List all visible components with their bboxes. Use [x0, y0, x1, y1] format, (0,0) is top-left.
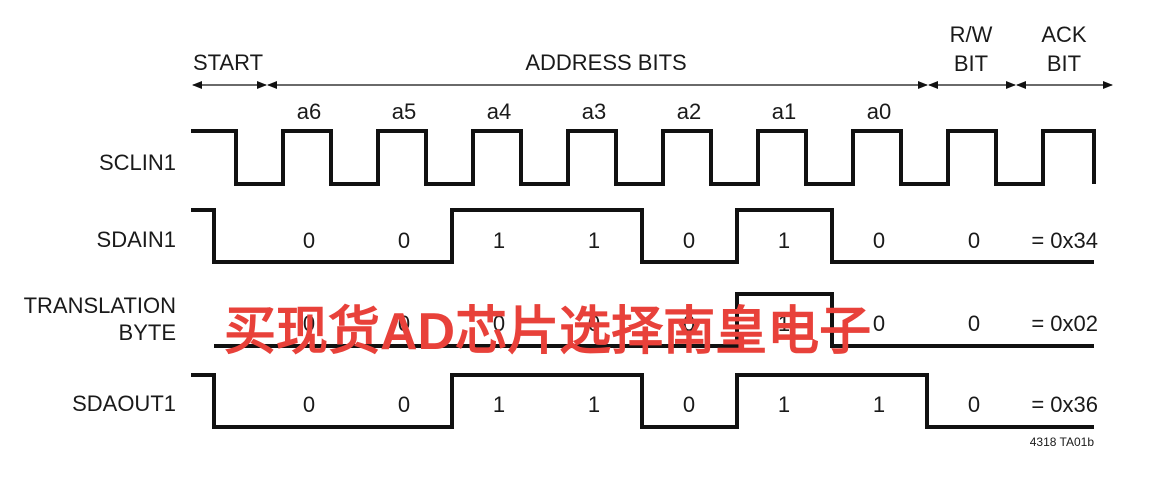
- translation-bit-2: 0: [493, 311, 505, 336]
- sdain1-bit-2: 1: [493, 228, 505, 253]
- ack-bit-label-line2: BIT: [1047, 51, 1081, 76]
- sdain1-bit-5: 1: [778, 228, 790, 253]
- bit-label-a4: a4: [487, 99, 511, 124]
- translation-bit-7: 0: [968, 311, 980, 336]
- translation-byte-hex-value: = 0x02: [1031, 311, 1098, 336]
- sdain1-hex-value: = 0x34: [1031, 228, 1098, 253]
- sdaout1-bit-6: 1: [873, 392, 885, 417]
- translation-byte-bit-values: 0 0 0 0 0 1 0 0: [303, 311, 980, 336]
- sdain1-bit-4: 0: [683, 228, 695, 253]
- translation-bit-1: 0: [398, 311, 410, 336]
- sdaout1-bit-3: 1: [588, 392, 600, 417]
- sdain1-bit-7: 0: [968, 228, 980, 253]
- sdaout1-waveform: [191, 373, 1094, 429]
- signal-label-sdaout1: SDAOUT1: [72, 391, 176, 416]
- bit-label-a5: a5: [392, 99, 416, 124]
- sdain1-bit-0: 0: [303, 228, 315, 253]
- sdaout1-bit-0: 0: [303, 392, 315, 417]
- rw-bit-label-line1: R/W: [950, 22, 993, 47]
- sdaout1-bit-7: 0: [968, 392, 980, 417]
- translation-bit-6: 0: [873, 311, 885, 336]
- address-bits-label: ADDRESS BITS: [525, 50, 686, 75]
- sdaout1-bit-2: 1: [493, 392, 505, 417]
- signal-label-translation-line2: BYTE: [119, 320, 176, 345]
- signal-label-sclin1: SCLIN1: [99, 150, 176, 175]
- signal-label-translation-line1: TRANSLATION: [24, 293, 176, 318]
- bit-label-a6: a6: [297, 99, 321, 124]
- rw-bit-label-line2: BIT: [954, 51, 988, 76]
- sdain1-bit-values: 0 0 1 1 0 1 0 0: [303, 228, 980, 253]
- sdain1-bit-6: 0: [873, 228, 885, 253]
- translation-bit-4: 0: [683, 311, 695, 336]
- bit-label-a0: a0: [867, 99, 891, 124]
- bit-label-a3: a3: [582, 99, 606, 124]
- bit-label-a1: a1: [772, 99, 796, 124]
- ack-bit-label-line1: ACK: [1041, 22, 1087, 47]
- address-bit-labels: a6 a5 a4 a3 a2 a1 a0: [297, 99, 891, 124]
- start-label: START: [193, 50, 263, 75]
- signal-label-sdain1: SDAIN1: [97, 227, 176, 252]
- sdaout1-bit-values: 0 0 1 1 0 1 1 0: [303, 392, 980, 417]
- sdaout1-hex-value: = 0x36: [1031, 392, 1098, 417]
- translation-bit-3: 0: [588, 311, 600, 336]
- sdaout1-bit-4: 0: [683, 392, 695, 417]
- bit-label-a2: a2: [677, 99, 701, 124]
- sdain1-bit-1: 0: [398, 228, 410, 253]
- sclin1-waveform: [191, 129, 1096, 186]
- sdain1-waveform: [191, 208, 1094, 264]
- watermark-text: 买现货AD芯片选择南皇电子: [224, 303, 871, 361]
- translation-bit-5: 1: [778, 311, 790, 336]
- sdaout1-bit-1: 0: [398, 392, 410, 417]
- sdaout1-bit-5: 1: [778, 392, 790, 417]
- sdain1-bit-3: 1: [588, 228, 600, 253]
- translation-bit-0: 0: [303, 311, 315, 336]
- translation-byte-waveform: [214, 292, 1094, 348]
- figure-code: 4318 TA01b: [1030, 435, 1095, 449]
